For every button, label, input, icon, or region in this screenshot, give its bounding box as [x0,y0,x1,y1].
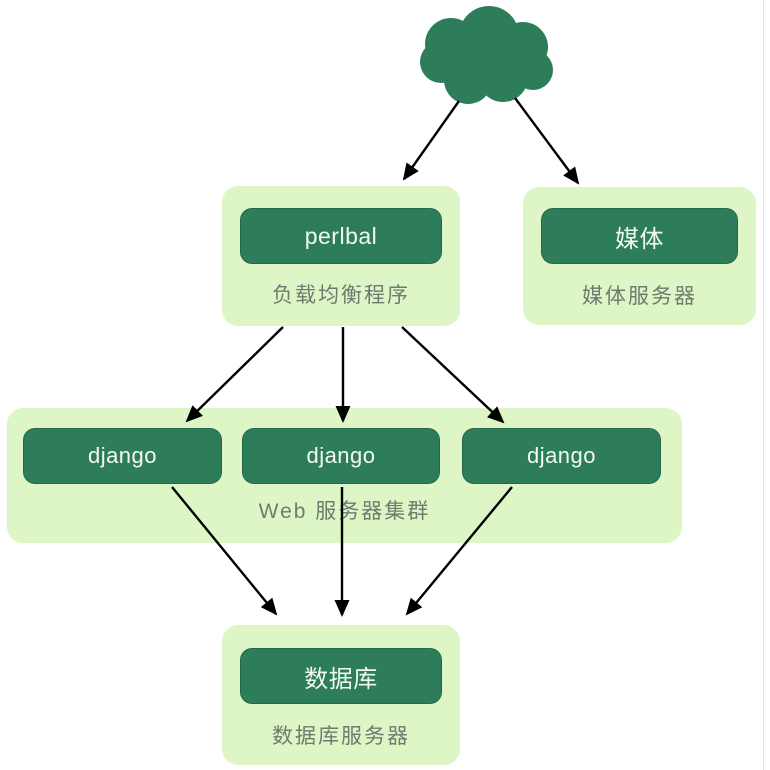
django-node-2-label: django [306,443,376,468]
load-balancer-group: perlbal 负载均衡程序 [222,186,460,326]
web-cluster-caption: Web 服务器集群 [258,500,431,523]
database-group: 数据库 数据库服务器 [222,625,460,765]
page-right-border-line [763,0,764,770]
load-balancer-caption: 负载均衡程序 [272,284,410,307]
perlbal-node-label: perlbal [304,222,378,249]
web-cluster-group: django django django Web 服务器集群 [7,408,682,543]
arrow-cloud-to-media [514,97,580,185]
media-server-group: 媒体 媒体服务器 [523,187,756,325]
media-server-caption: 媒体服务器 [582,285,697,308]
django-node-3: django [462,428,661,484]
arrow-loadbalancer-to-django1 [185,326,284,423]
internet-cloud-icon [420,6,553,104]
django-node-2: django [242,428,440,484]
django-node-3-label: django [526,443,597,468]
database-node-label: 数据库 [304,665,378,693]
media-node-label: 媒体 [615,225,664,253]
media-node: 媒体 [541,208,738,264]
arrow-cloud-to-loadbalancer [402,100,460,181]
database-caption: 数据库服务器 [272,725,410,748]
database-node: 数据库 [240,648,442,704]
django-node-1: django [23,428,222,484]
django-node-1-label: django [87,443,158,468]
perlbal-node: perlbal [240,208,442,264]
